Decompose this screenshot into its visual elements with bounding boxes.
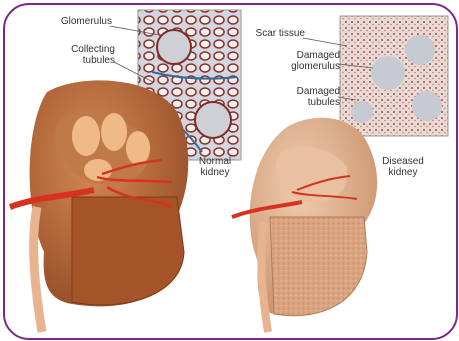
label-damaged-tubules-line1: Damaged xyxy=(265,86,340,97)
normal-kidney xyxy=(10,80,188,332)
label-damaged-tubules-line2: tubules xyxy=(265,97,340,108)
label-damaged-glomerulus-line1: Damaged xyxy=(265,50,340,61)
label-diseased-kidney-line1: Diseased xyxy=(373,156,433,167)
illustration-frame: Glomerulus Collecting tubules Normal kid… xyxy=(3,3,458,340)
diseased-tissue-micrograph xyxy=(340,16,448,136)
diseased-kidney xyxy=(232,118,377,332)
label-normal-kidney-line2: kidney xyxy=(185,167,245,178)
label-diseased-kidney-line2: kidney xyxy=(373,167,433,178)
label-collecting-tubules-line1: Collecting xyxy=(43,44,115,55)
label-normal-kidney-line1: Normal xyxy=(185,156,245,167)
label-scar-tissue: Scar tissue xyxy=(247,28,305,39)
label-damaged-glomerulus-line2: glomerulus xyxy=(265,61,340,72)
label-glomerulus: Glomerulus xyxy=(33,16,112,27)
label-collecting-tubules-line2: tubules xyxy=(43,55,115,66)
